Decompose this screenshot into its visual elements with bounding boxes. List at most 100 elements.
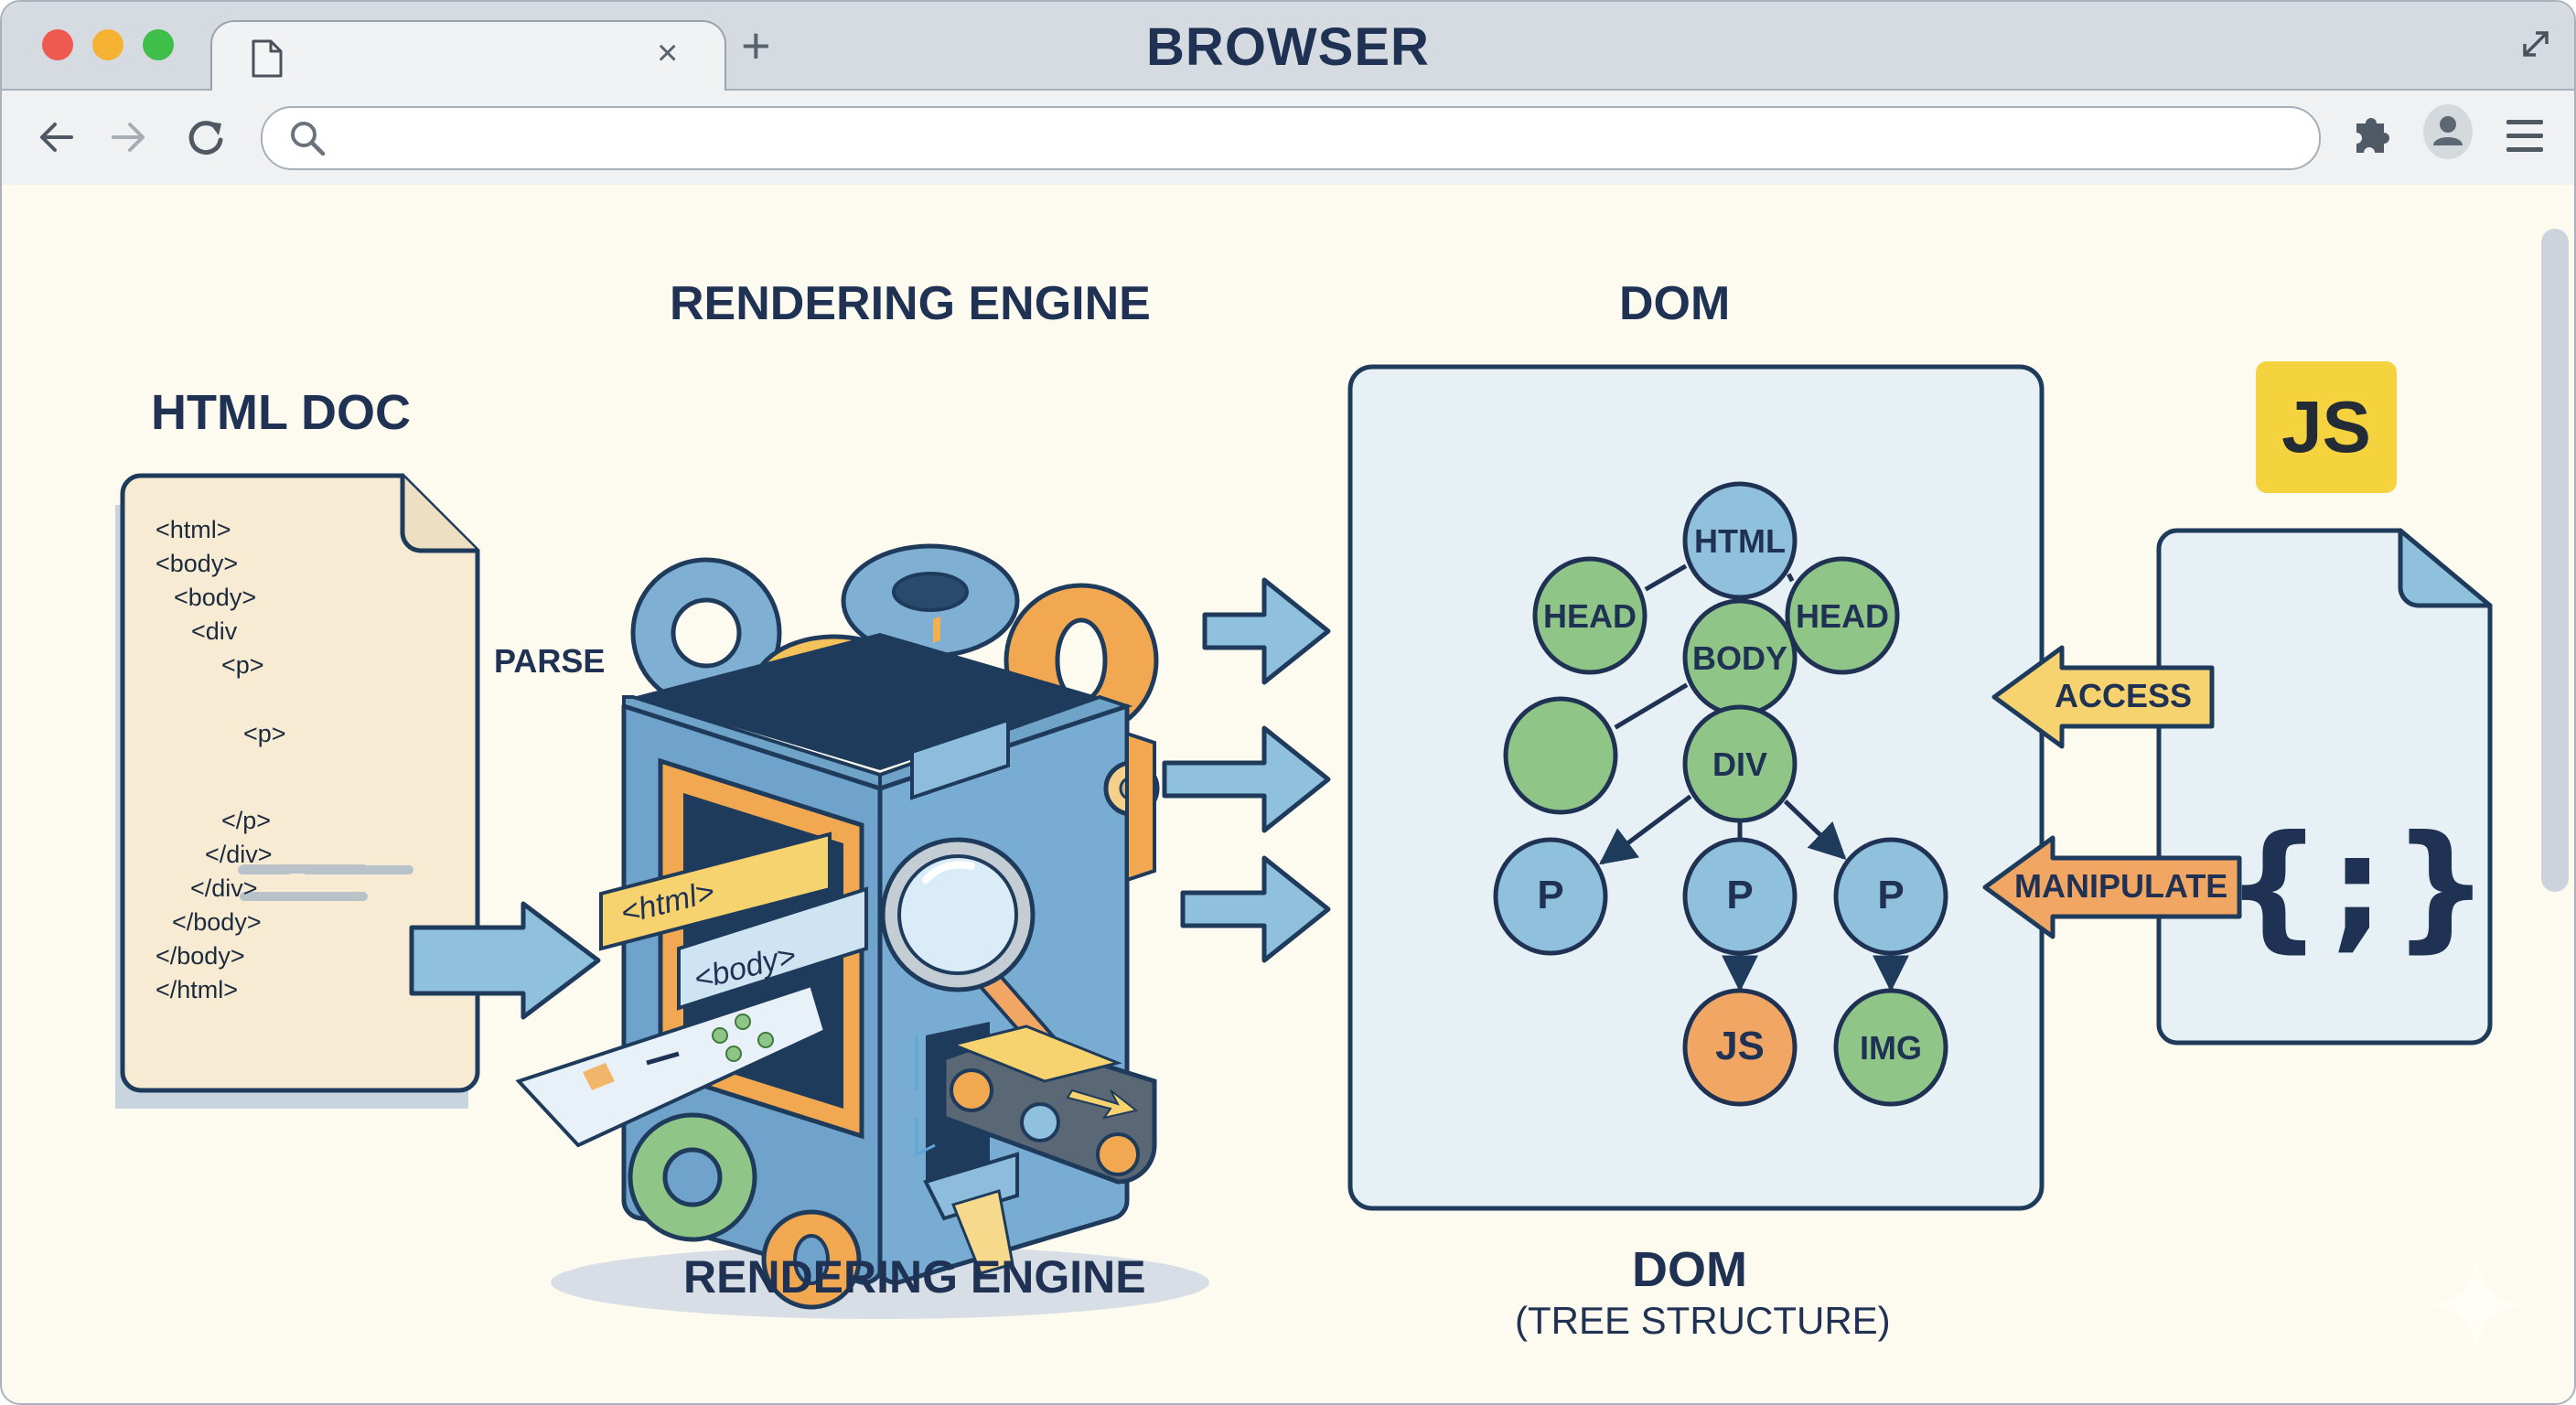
dom-node-label: HTML: [1694, 522, 1786, 560]
dom-edge-div-p1: [1599, 794, 1692, 865]
dom-node-img: IMG: [1833, 988, 1948, 1107]
js-badge-label: JS: [2281, 386, 2371, 467]
title-bar: × + BROWSER: [2, 2, 2574, 92]
dom-node-circle: [1493, 837, 1608, 956]
dom-title-top: DOM: [1619, 277, 1731, 330]
machine-vent: [910, 717, 1010, 800]
code-line: <p>: [221, 651, 264, 679]
code-line: <html>: [156, 516, 231, 543]
tab-close-button[interactable]: ×: [657, 33, 679, 73]
dom-edge-div-p3: [1783, 799, 1847, 861]
dom-node-js: JS: [1682, 988, 1798, 1107]
dom-node-label: P: [1877, 873, 1904, 917]
toolbar: [2, 91, 2574, 188]
js-code-symbol: {;}: [2225, 807, 2497, 966]
reload-icon: [188, 121, 223, 156]
dom-node-body: BODY: [1682, 598, 1798, 717]
search-icon: [288, 119, 328, 164]
circuit-trace: [915, 1035, 936, 1157]
user-icon: [2423, 104, 2473, 159]
dom-edge-body-blank: [1614, 682, 1689, 730]
dom-node-circle: [1682, 704, 1798, 823]
text-line: [240, 892, 368, 901]
code-line: </body>: [172, 908, 262, 936]
dom-node-html: HTML: [1682, 481, 1798, 600]
code-line: <div: [191, 617, 238, 645]
output-arrow: [1202, 577, 1331, 685]
code-line: <body>: [156, 550, 239, 577]
puzzle-icon: [2356, 118, 2389, 153]
code-line: </p>: [221, 807, 272, 834]
parse-arrow: [409, 901, 601, 1020]
dom-node-div: DIV: [1682, 704, 1798, 823]
dom-node-head1: HEAD: [1532, 556, 1648, 675]
code-line: </div>: [190, 874, 258, 902]
js-badge: JS: [2256, 361, 2397, 493]
dom-node-p2: P: [1682, 837, 1798, 956]
gear-icon: [761, 1209, 862, 1310]
profile-button[interactable]: [2422, 103, 2474, 165]
dom-node-circle: [1785, 556, 1900, 675]
minimize-window-button[interactable]: [92, 29, 123, 60]
rendering-engine-machine: <html> <body>: [515, 543, 1209, 1319]
address-bar[interactable]: [261, 106, 2321, 170]
machine-shadow: [551, 1246, 1209, 1319]
dom-node-label: JS: [1715, 1024, 1765, 1068]
body-tag-card: <body>: [677, 886, 868, 1011]
dom-edge-html-head2: [1787, 573, 1795, 583]
dom-title-bottom: DOM: [1632, 1242, 1747, 1297]
dom-node-label: BODY: [1692, 639, 1787, 677]
dom-node-label: IMG: [1860, 1029, 1922, 1067]
dom-node-blank: [1503, 696, 1618, 815]
dom-node-label: HEAD: [1796, 597, 1889, 635]
dom-node-label: P: [1537, 873, 1563, 917]
close-window-button[interactable]: [42, 29, 73, 60]
access-label: ACCESS: [2055, 677, 2193, 714]
output-arrows: [1162, 577, 1331, 963]
address-input[interactable]: [345, 115, 2270, 161]
reload-button[interactable]: [185, 116, 227, 163]
code-line: <body>: [174, 584, 257, 611]
output-arrow: [1180, 855, 1331, 963]
code-line: <p>: [243, 720, 286, 747]
dom-node-circle: [1682, 481, 1798, 600]
html-document-shape: [115, 473, 480, 1109]
dom-node-p1: P: [1493, 837, 1608, 956]
html-tag-card: <html>: [599, 831, 832, 951]
parsed-paper-strip: [515, 982, 828, 1148]
new-tab-button[interactable]: +: [741, 16, 771, 74]
manipulate-label: MANIPULATE: [2014, 867, 2228, 905]
extensions-button[interactable]: [2351, 111, 2395, 163]
fullscreen-icon[interactable]: [2517, 26, 2554, 67]
output-paper: [950, 1189, 1014, 1275]
code-line: </body>: [156, 942, 245, 970]
forward-button[interactable]: [108, 116, 150, 163]
back-button[interactable]: [35, 116, 77, 163]
arrow-right-icon: [112, 123, 145, 152]
rendering-engine-title-bottom: RENDERING ENGINE: [683, 1251, 1146, 1303]
hamburger-menu-icon: [2506, 120, 2543, 152]
html-doc-title: HTML DOC: [151, 385, 411, 440]
parse-label: PARSE: [494, 642, 606, 680]
vertical-scrollbar[interactable]: [2541, 229, 2569, 892]
output-arrow: [1162, 725, 1331, 833]
dom-node-circle: [1682, 837, 1798, 956]
dom-node-label: DIV: [1712, 745, 1767, 783]
code-line: </div>: [205, 841, 273, 868]
dom-node-circle: [1503, 696, 1618, 815]
dom-subtitle: (TREE STRUCTURE): [1515, 1299, 1891, 1342]
window-title: BROWSER: [1146, 17, 1430, 77]
dom-node-head2: HEAD: [1785, 556, 1900, 675]
dom-node-circle: [1833, 988, 1948, 1107]
tab-active[interactable]: ×: [210, 20, 726, 92]
maximize-window-button[interactable]: [143, 29, 174, 60]
dom-node-circle: [1532, 556, 1648, 675]
menu-button[interactable]: [2506, 116, 2543, 161]
code-line: </html>: [156, 976, 239, 1003]
gear-icon: [628, 1112, 757, 1242]
text-line: [240, 864, 368, 874]
page-content: HTML DOC <html> <body> <body> <div <p> <…: [2, 185, 2574, 1403]
document-icon: [251, 38, 284, 83]
